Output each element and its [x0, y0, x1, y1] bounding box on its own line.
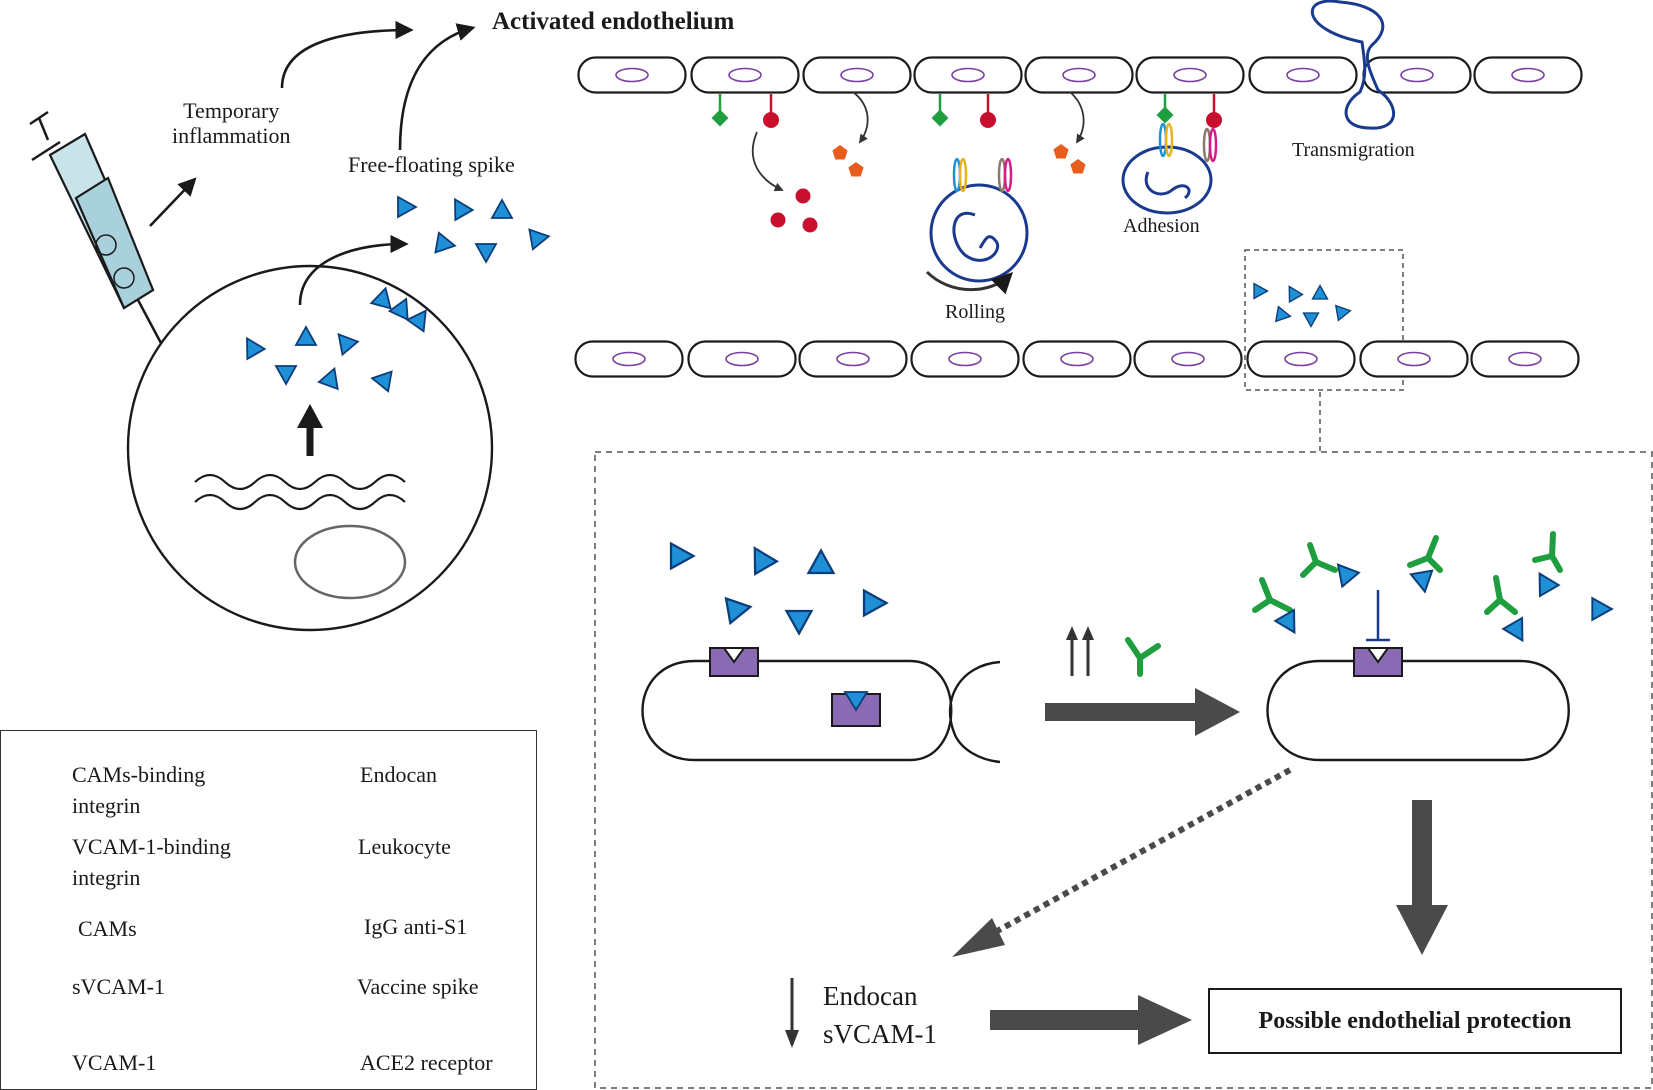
legend	[0, 730, 537, 1090]
detail-spikes-left	[669, 540, 888, 635]
label-endocan-decrease: Endocan	[823, 981, 918, 1011]
shedding-arrow-endocan-1	[852, 91, 869, 144]
protection-label: Possible endothelial protection	[1258, 1007, 1572, 1034]
shedding-arrow-svcam1	[751, 131, 784, 192]
legend-label-vcam1-binding-integrin: VCAM-1-binding integrin	[72, 834, 231, 890]
down-arrow	[1396, 800, 1448, 955]
protection-box: Possible endothelial protection	[1208, 988, 1622, 1054]
transmigrating-leukocyte	[1310, 0, 1395, 130]
nucleus	[293, 524, 407, 600]
endothelium-top-row	[577, 56, 1583, 94]
inflammation-to-endothelium-arrow	[280, 20, 414, 89]
translation-arrow-icon	[297, 404, 323, 456]
label-transmigration: Transmigration	[1292, 139, 1415, 161]
secretion-arrow	[298, 234, 409, 306]
surface-molecules	[711, 94, 1222, 128]
legend-label-leukocyte: Leukocyte	[358, 834, 451, 859]
mrna-strands	[194, 473, 406, 511]
transition-arrow	[1045, 688, 1240, 736]
free-floating-spikes	[397, 193, 552, 263]
soluble-svcam1	[770, 188, 818, 233]
legend-label-igg-anti-s1: IgG anti-S1	[364, 914, 468, 939]
zoom-region	[1244, 249, 1404, 391]
diagram-title: Activated endothelium	[492, 8, 735, 35]
inflammation-arrow	[149, 177, 197, 227]
syringe-icon	[29, 110, 164, 346]
rolling-leukocyte	[925, 157, 1029, 295]
neutralized-spikes	[1252, 531, 1613, 647]
label-rolling: Rolling	[945, 301, 1006, 323]
igg-antibody-increase-icon	[1125, 637, 1161, 677]
dotted-arrow	[952, 767, 1292, 957]
legend-label-vcam1: VCAM-1	[72, 1050, 157, 1075]
legend-label-vaccine-spike: Vaccine spike	[357, 974, 479, 999]
detail-panel	[594, 451, 1653, 1089]
adhering-leukocyte	[1121, 122, 1218, 215]
legend-label-cams: CAMs	[78, 916, 137, 941]
label-free-floating-spike: Free-floating spike	[348, 152, 515, 177]
shedding-arrow-endocan-2	[1069, 91, 1085, 144]
label-svcam1-decrease: sVCAM-1	[823, 1019, 938, 1049]
detail-right-cell	[1266, 590, 1570, 762]
zoom-spikes	[1253, 282, 1353, 328]
legend-label-cams-binding-integrin: CAMs-binding integrin	[72, 762, 206, 818]
legend-label-ace2-receptor: ACE2 receptor	[360, 1050, 493, 1075]
legend-label-svcam1: sVCAM-1	[72, 974, 165, 999]
endothelium-bottom-row	[574, 340, 1580, 378]
spike-to-endothelium-arrow	[398, 23, 476, 151]
label-temporary-inflammation: Temporary inflammation	[172, 98, 291, 149]
decrease-arrow-icon	[785, 978, 799, 1048]
legend-label-endocan: Endocan	[360, 762, 437, 787]
to-protection-arrow	[990, 995, 1192, 1045]
detail-left-cell	[641, 647, 1001, 764]
label-adhesion: Adhesion	[1123, 215, 1200, 237]
increase-arrows-icon	[1066, 626, 1094, 676]
